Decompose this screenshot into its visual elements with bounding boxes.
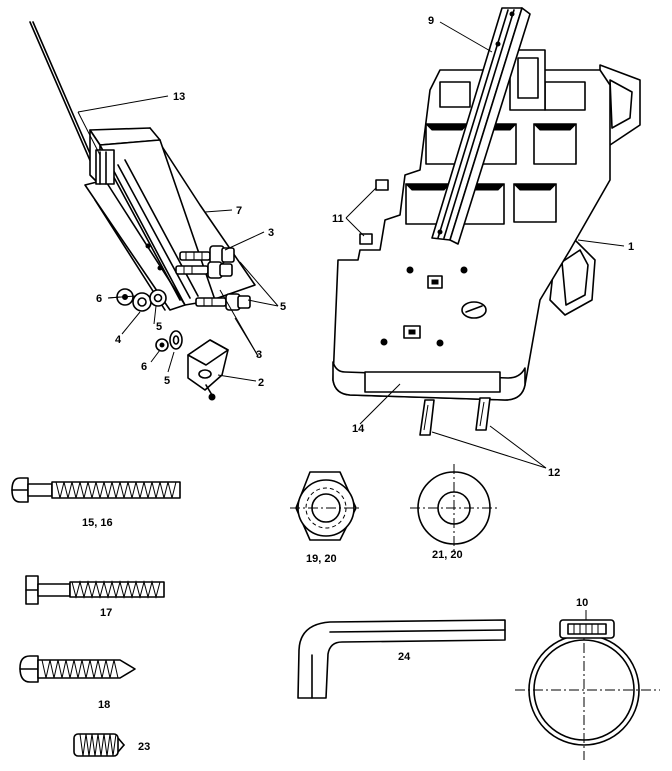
part-11-squares: [359, 179, 389, 245]
label-5-right: 5: [280, 301, 286, 313]
part-17-hex-bolt: [25, 575, 165, 605]
label-11: 11: [332, 213, 344, 225]
part-15-16-machine-screw: [11, 477, 181, 503]
part-12-clips: [419, 397, 491, 436]
part-19-20-hex-nut: [290, 471, 362, 541]
part-7-rail-assembly: [84, 127, 256, 311]
part-9-channel: [431, 7, 531, 245]
part-10-hose-clamp: [515, 619, 660, 760]
label-21-20: 21, 20: [432, 549, 463, 561]
callout-labels: 13 9 7 3 5 3 6 4 5 6 5 2 11 1 14 12 15, …: [82, 15, 634, 753]
label-17: 17: [100, 607, 112, 619]
part-1-main-bracket: [332, 49, 641, 401]
label-23: 23: [138, 741, 150, 753]
leader-lines: [77, 21, 625, 620]
label-13: 13: [173, 91, 185, 103]
label-9: 9: [428, 15, 434, 27]
part-24-hex-key: [297, 619, 506, 699]
label-4: 4: [115, 334, 122, 346]
label-5-left: 5: [156, 321, 162, 333]
label-18: 18: [98, 699, 110, 711]
label-15-16: 15, 16: [82, 517, 113, 529]
label-14: 14: [352, 423, 365, 435]
label-12: 12: [548, 467, 560, 479]
label-2: 2: [258, 377, 264, 389]
label-10: 10: [576, 597, 588, 609]
part-21-20-washer: [410, 464, 500, 552]
part-18-wood-screw: [19, 655, 136, 683]
part-2-clamp: [187, 339, 229, 401]
parts-3-5-bolts: [175, 245, 251, 311]
label-3-bottom: 3: [256, 349, 262, 361]
part-23-set-screw: [73, 733, 125, 757]
label-19-20: 19, 20: [306, 553, 337, 565]
label-6-bottom: 6: [141, 361, 147, 373]
label-6-left: 6: [96, 293, 102, 305]
label-5-bottom: 5: [164, 375, 170, 387]
label-7: 7: [236, 205, 242, 217]
label-24: 24: [398, 651, 411, 663]
label-1: 1: [628, 241, 634, 253]
label-3-top: 3: [268, 227, 274, 239]
